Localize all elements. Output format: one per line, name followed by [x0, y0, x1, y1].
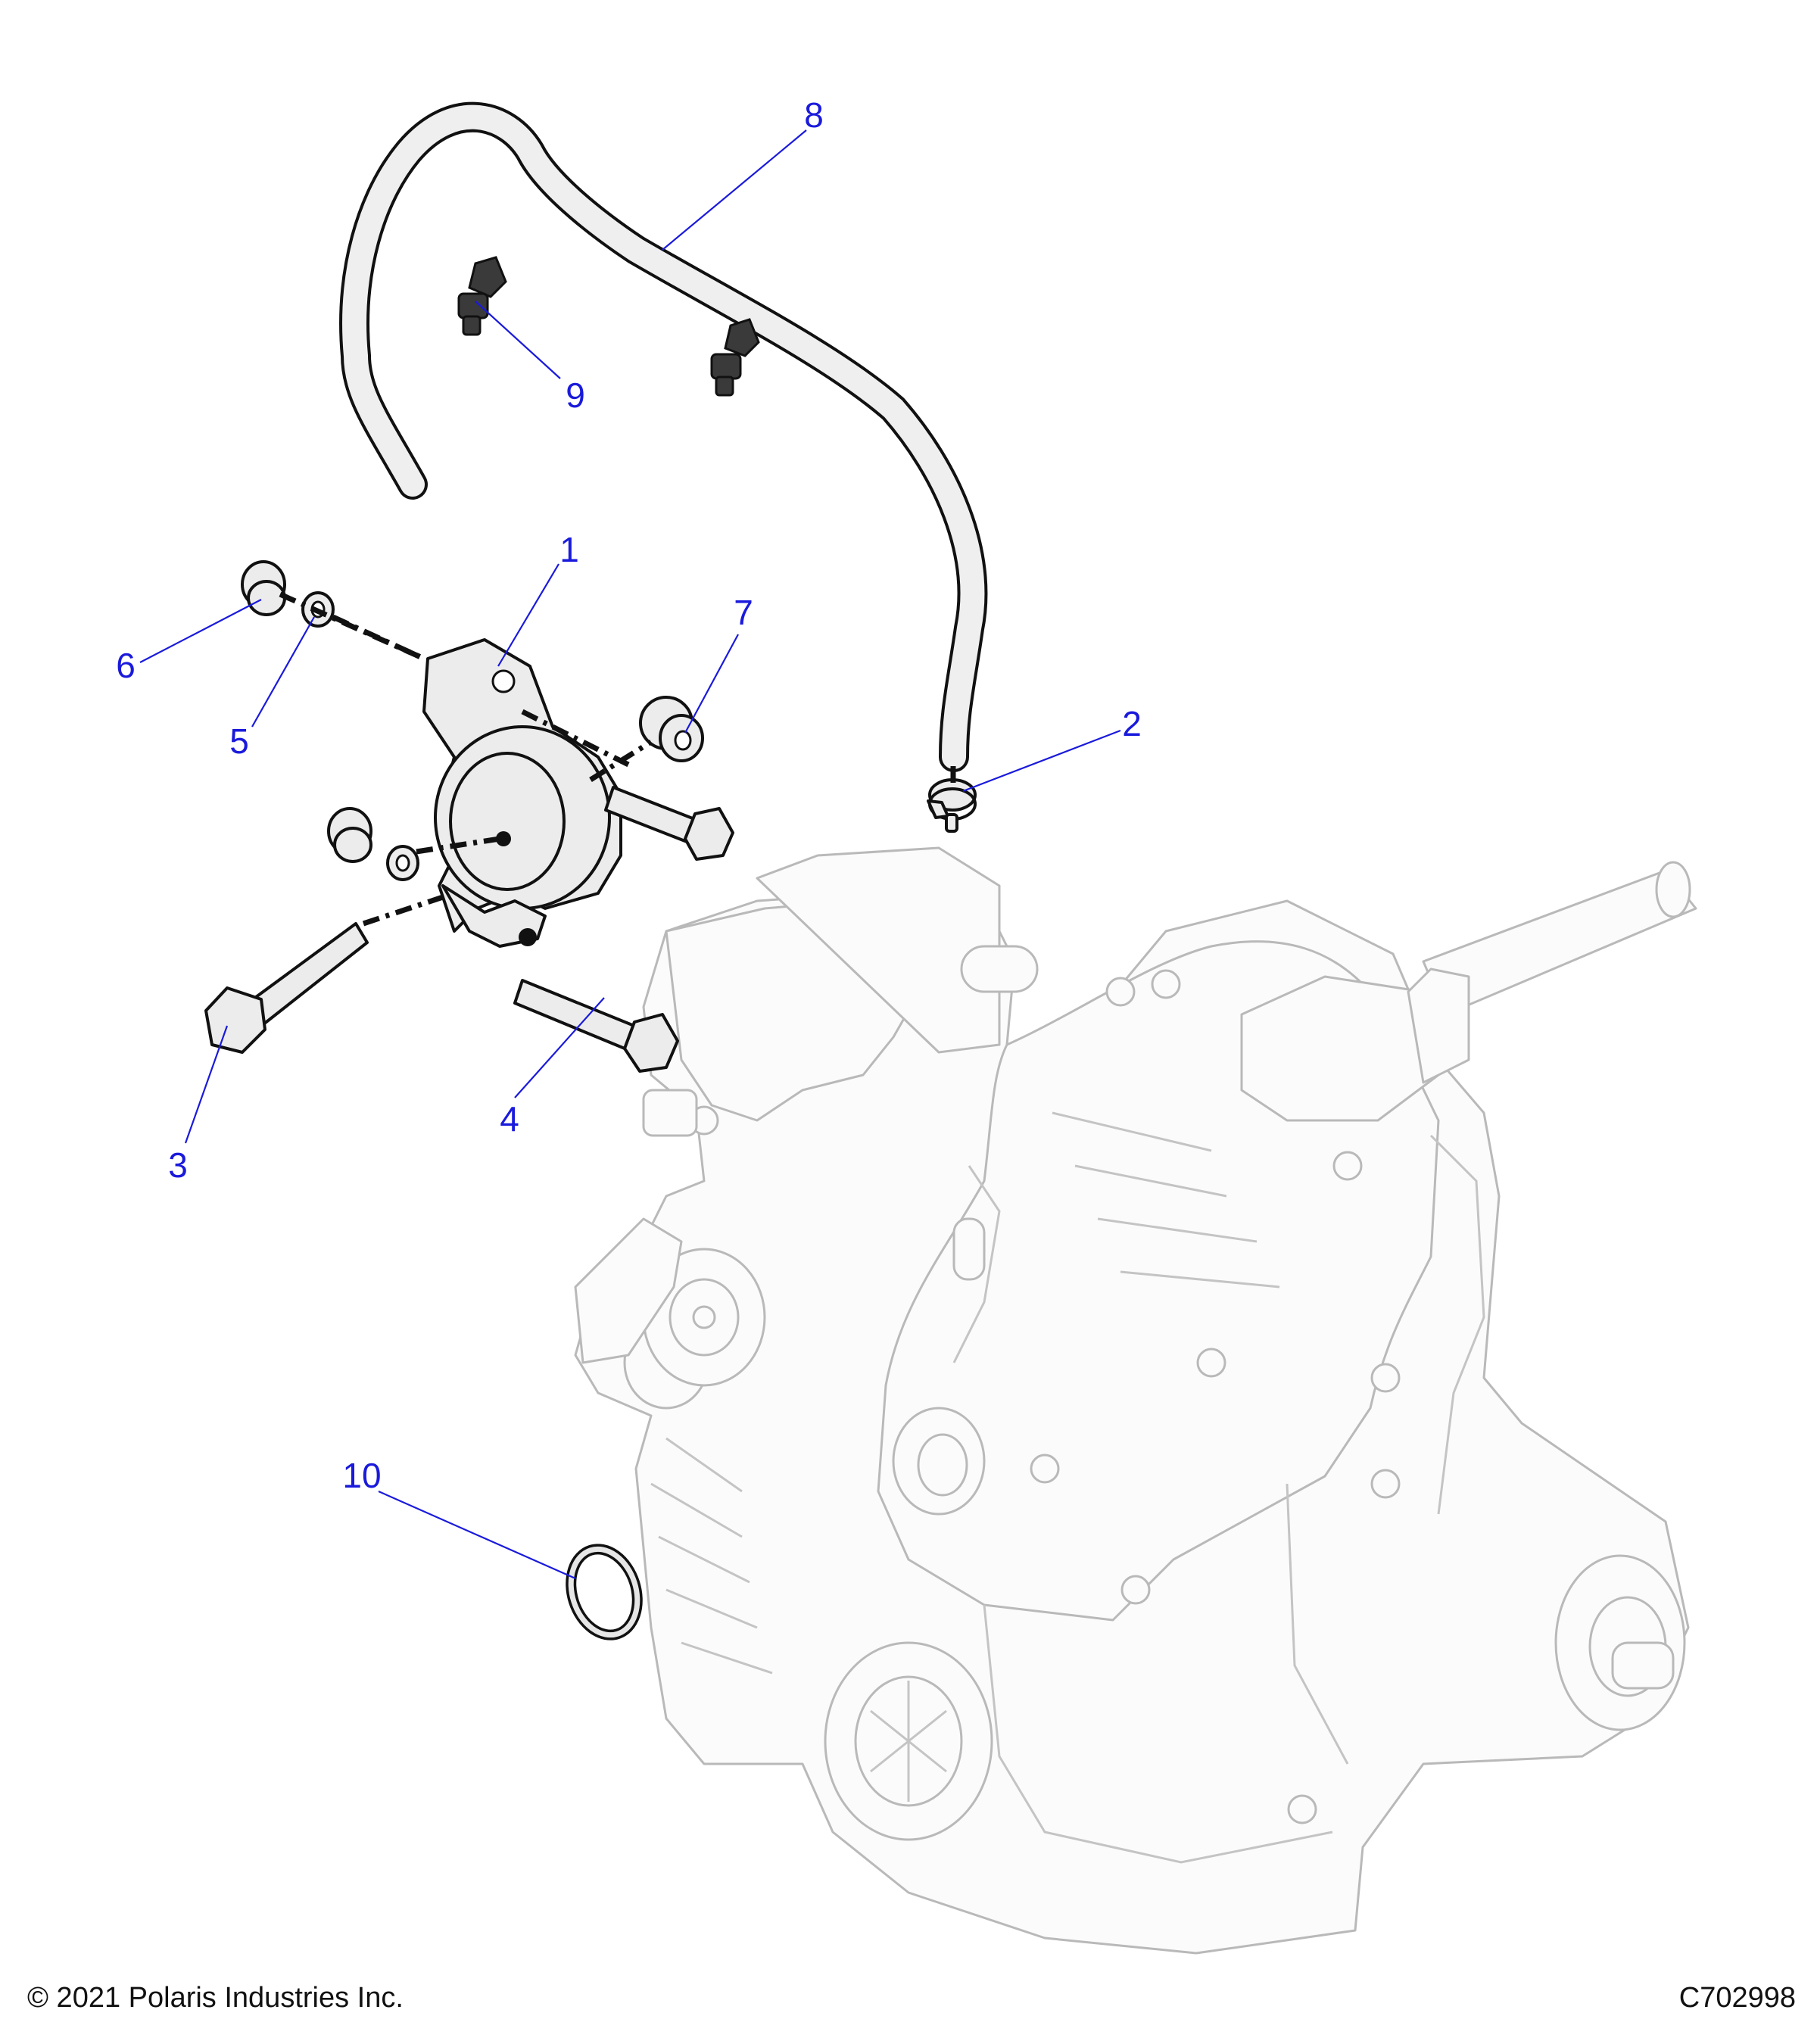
callout-6: 6	[116, 646, 136, 685]
callout-8: 8	[804, 95, 824, 135]
spacer-nut	[639, 696, 704, 762]
callout-1: 1	[559, 530, 579, 569]
long-flange-bolt	[204, 922, 369, 1054]
transmission-housing-ghost	[574, 846, 1697, 1955]
short-flange-bolt	[513, 979, 679, 1073]
short-flange-bolt-2	[604, 786, 734, 861]
callout-5: 5	[229, 721, 249, 761]
callout-3: 3	[168, 1145, 188, 1185]
callout-2: 2	[1122, 704, 1142, 743]
assembly-centerlines	[279, 591, 653, 927]
flange-nut-2	[327, 807, 372, 863]
callout-labels: 1 2 3 4 5 6 7 8 9 10	[116, 95, 1142, 1495]
push-retainer	[457, 256, 507, 336]
lock-washer-2	[386, 845, 419, 881]
vent-hose	[339, 101, 988, 772]
drawing-number: C702998	[1678, 1982, 1796, 2014]
speed-sensor-bracket	[422, 638, 622, 948]
copyright-notice: © 2021 Polaris Industries Inc.	[27, 1982, 404, 2014]
callout-leaders	[139, 129, 1121, 1580]
callout-7: 7	[734, 593, 753, 632]
o-ring	[566, 1544, 643, 1640]
callout-4: 4	[500, 1099, 519, 1139]
push-retainer-2	[710, 318, 760, 397]
flange-nut	[241, 560, 286, 616]
callout-10: 10	[342, 1456, 381, 1495]
hose-clamp	[927, 778, 977, 833]
callout-9: 9	[566, 375, 585, 415]
